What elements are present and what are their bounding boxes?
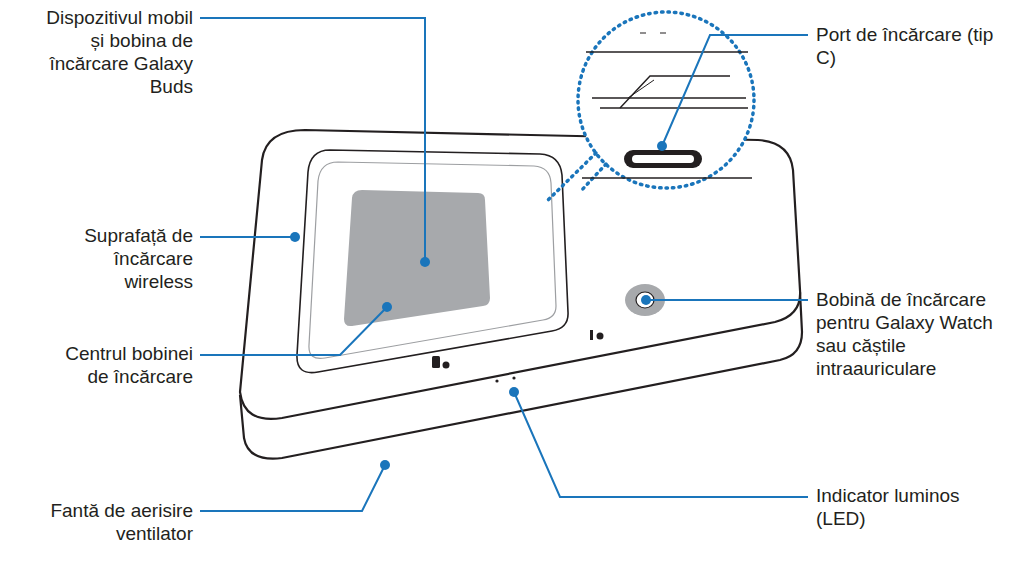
- charging-surface-rim: [309, 162, 556, 358]
- part-label: Port de încărcare (tip C): [816, 23, 1001, 69]
- port-closeup: [582, 33, 752, 178]
- watch-icon: [590, 330, 593, 340]
- part-label: Dispozitivul mobil și bobina de încărcar…: [43, 6, 193, 98]
- charging-coil: [344, 190, 490, 326]
- zoom-circle: [578, 12, 754, 188]
- buds-icon: [443, 362, 450, 369]
- leader-dots: [290, 141, 667, 470]
- part-label: Fantă de aerisire ventilator: [18, 499, 193, 545]
- leader-lines: [200, 18, 808, 511]
- phone-icon: [432, 356, 440, 368]
- buds-icon: [597, 333, 604, 340]
- zoom-tail: [548, 153, 606, 200]
- charging-surface: [297, 150, 568, 373]
- part-label: Indicator luminos (LED): [816, 484, 991, 530]
- part-label: Bobină de încărcare pentru Galaxy Watch …: [816, 288, 996, 380]
- led-dot: [495, 379, 498, 382]
- led-dot: [512, 376, 515, 379]
- part-label: Centrul bobinei de încărcare: [53, 342, 193, 388]
- part-label: Suprafață de încărcare wireless: [63, 224, 193, 293]
